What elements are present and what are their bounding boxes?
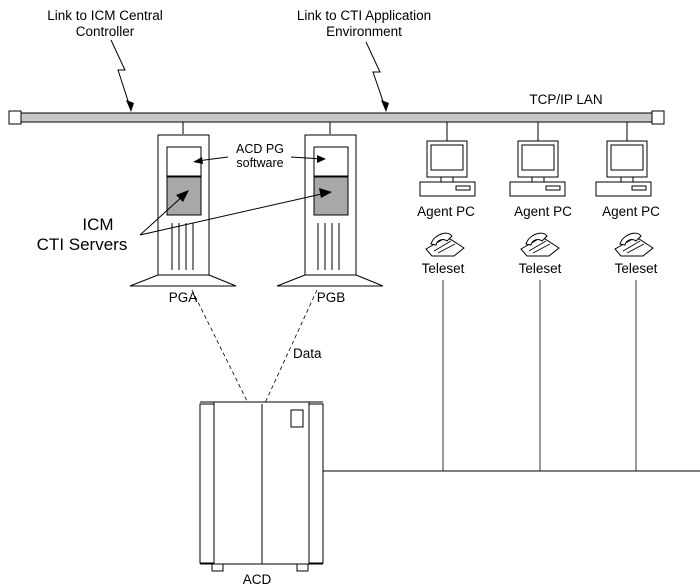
agent-pc-label: Agent PC: [602, 204, 660, 219]
agent-workstation-3: Agent PC Teleset: [595, 140, 660, 276]
link-cti-label-1: Link to CTI Application: [297, 8, 431, 23]
telephone-icon: [425, 232, 465, 257]
lightning-bolt-icon: [365, 41, 389, 112]
link-icm-label-1: Link to ICM Central: [47, 8, 163, 23]
desktop-pc-icon: [419, 140, 476, 197]
lan-left-terminator: [8, 110, 22, 125]
telephone-icon: [614, 232, 654, 257]
data-label: Data: [293, 346, 322, 361]
pga-label: PGA: [169, 290, 198, 305]
acd-cabinet-icon: [199, 401, 324, 572]
teleset-label: Teleset: [615, 261, 658, 276]
acd-pg-arrows: [193, 155, 326, 164]
agent-pc-label: Agent PC: [417, 204, 475, 219]
agent-pc-label: Agent PC: [514, 204, 572, 219]
pgb-label: PGB: [317, 290, 346, 305]
link-cti-label-2: Environment: [326, 24, 402, 39]
desktop-pc-icon: [509, 140, 566, 197]
agent-workstation-2: Agent PC Teleset: [509, 140, 572, 276]
data-links: [191, 289, 318, 404]
agent-workstation-1: Agent PC Teleset: [417, 140, 476, 276]
server-tower-icon: [129, 134, 237, 287]
acd-pg-label-2: software: [236, 156, 283, 170]
tcp-ip-lan-bus: [8, 110, 665, 125]
telephone-icon: [520, 232, 560, 257]
desktop-pc-icon: [595, 140, 652, 197]
lan-right-terminator: [651, 110, 665, 125]
acd-pg-label-1: ACD PG: [236, 142, 284, 156]
lightning-bolt-icon: [110, 39, 134, 112]
teleset-label: Teleset: [519, 261, 562, 276]
acd-label: ACD: [243, 572, 272, 587]
cti-servers-label: CTI Servers: [37, 235, 128, 254]
cti-server-arrows: [139, 188, 332, 236]
icm-label: ICM: [82, 215, 113, 234]
teleset-label: Teleset: [422, 261, 465, 276]
link-icm-label-2: Controller: [76, 24, 135, 39]
server-tower-icon: [276, 134, 384, 287]
lan-label: TCP/IP LAN: [529, 92, 602, 107]
